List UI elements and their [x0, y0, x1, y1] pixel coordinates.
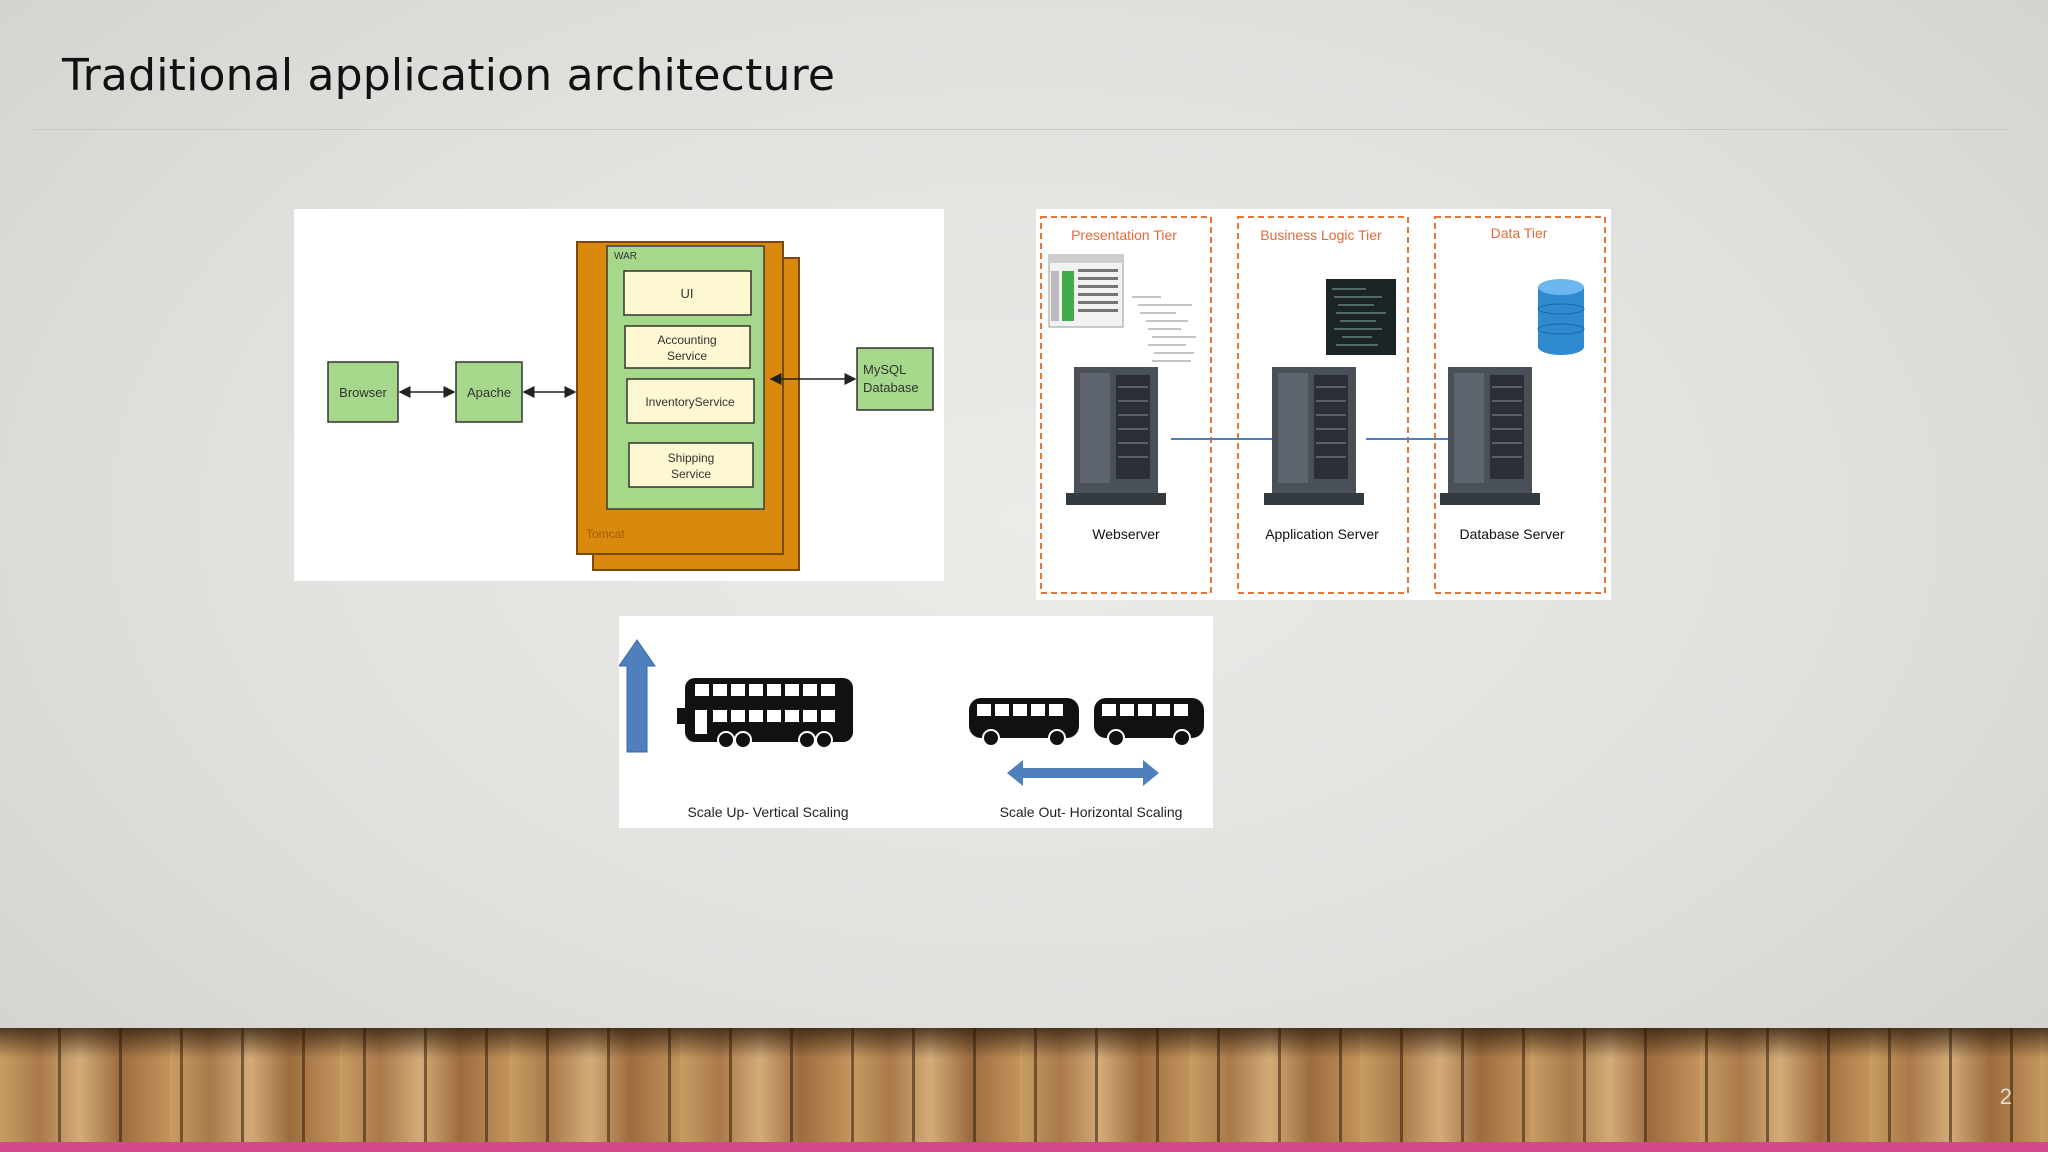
application-server-tower-icon: [1264, 367, 1364, 505]
webpage-icon: [1048, 254, 1124, 328]
title-divider: [34, 129, 2008, 130]
presentation-tier-heading: Presentation Tier: [1071, 227, 1177, 243]
accounting-service-box: [624, 325, 751, 369]
inventory-label: InventoryService: [645, 395, 735, 409]
shipping-label-1: Shipping: [668, 451, 715, 465]
browser-label: Browser: [339, 385, 387, 400]
data-tier-heading: Data Tier: [1491, 225, 1548, 241]
webserver-label: Webserver: [1092, 526, 1160, 542]
accounting-label-1: Accounting: [657, 333, 716, 347]
double-decker-bus-icon: [677, 678, 853, 749]
scale-up-arrow-icon: [619, 639, 656, 753]
application-server-label: Application Server: [1265, 526, 1379, 542]
business-tier-border: [1237, 216, 1409, 594]
business-tier-heading: Business Logic Tier: [1260, 227, 1382, 243]
slide-title: Traditional application architecture: [62, 50, 836, 101]
webserver-tower-icon: [1066, 367, 1166, 505]
vertical-scaling-label: Scale Up- Vertical Scaling: [687, 804, 848, 820]
code-snippet-icon: [1132, 296, 1196, 362]
database-server-tower-icon: [1440, 367, 1540, 505]
tomcat-label: Tomcat: [586, 527, 625, 541]
ui-label: UI: [681, 286, 694, 301]
tomcat-architecture-diagram: Tomcat WAR UI Accounting Service Invento…: [294, 209, 944, 581]
bus-icon-2: [1094, 698, 1204, 747]
ui-box: [623, 270, 752, 316]
presentation-tier-border: [1040, 216, 1212, 594]
scale-out-arrow-icon: [1007, 760, 1159, 786]
mysql-label-2: Database: [863, 380, 919, 395]
apache-label: Apache: [467, 385, 511, 400]
mysql-database-box: [856, 347, 934, 411]
data-tier-border: [1434, 216, 1606, 594]
shipping-label-2: Service: [671, 467, 711, 481]
page-number: 2: [1999, 1084, 2012, 1109]
accounting-label-2: Service: [667, 349, 707, 363]
war-label: WAR: [614, 251, 637, 262]
three-tier-diagram: Presentation Tier Business Logic Tier Da…: [1036, 209, 1611, 600]
bus-icon-1: [969, 698, 1079, 747]
database-cylinder-icon: [1537, 279, 1585, 355]
terminal-icon: [1326, 279, 1396, 355]
apache-box: [455, 361, 523, 423]
mysql-label-1: MySQL: [863, 362, 906, 377]
browser-box: [327, 361, 399, 423]
database-server-label: Database Server: [1459, 526, 1564, 542]
floor-shadow: [0, 1028, 2048, 1058]
accent-bar: [0, 1142, 2048, 1152]
scaling-diagram: Scale Up- Vertical Scaling Scale Out- Ho…: [619, 616, 1213, 828]
shipping-service-box: [628, 442, 754, 488]
inventory-service-box: [626, 378, 755, 424]
horizontal-scaling-label: Scale Out- Horizontal Scaling: [1000, 804, 1183, 820]
